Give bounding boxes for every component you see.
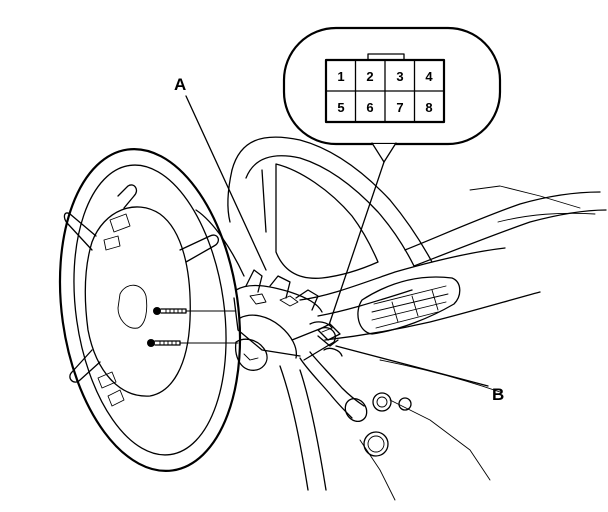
air-vent <box>357 276 461 335</box>
connector-pin-labels: 1 2 3 4 5 6 7 8 <box>337 69 433 115</box>
connector-face <box>324 53 446 124</box>
callout-a-label: A <box>174 75 186 94</box>
dashboard <box>227 136 607 501</box>
mounting-bolts <box>147 307 239 347</box>
switch-knobs <box>363 392 412 457</box>
pin-6-label: 6 <box>366 100 373 115</box>
callout-b-label: B <box>492 385 504 404</box>
pin-7-label: 7 <box>396 100 403 115</box>
pin-5-label: 5 <box>337 100 344 115</box>
pin-2-label: 2 <box>366 69 373 84</box>
steering-wheel <box>58 148 242 472</box>
pin-3-label: 3 <box>396 69 403 84</box>
connector-callout-bubble <box>282 26 502 163</box>
pin-4-label: 4 <box>425 69 433 84</box>
connector-b-body <box>317 323 341 341</box>
pin-8-label: 8 <box>425 100 432 115</box>
leader-lines <box>185 95 489 387</box>
steering-column <box>195 209 368 491</box>
pin-1-label: 1 <box>337 69 344 84</box>
